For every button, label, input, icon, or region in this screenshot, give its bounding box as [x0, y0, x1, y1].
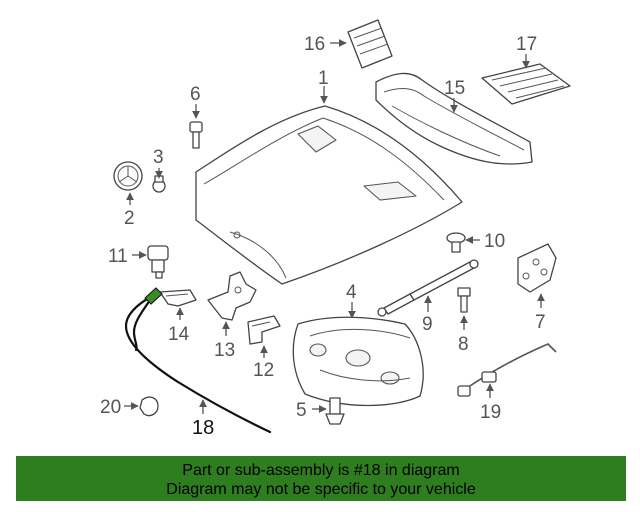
callout-6: 6 — [190, 84, 201, 105]
callout-4: 4 — [346, 282, 357, 303]
intake-panel-part-15[interactable] — [375, 72, 533, 165]
parts-diagram: 1 2 3 4 5 6 7 — [100, 19, 571, 439]
callout-19: 19 — [480, 402, 501, 423]
callout-5: 5 — [296, 400, 307, 421]
callout-13: 13 — [214, 340, 235, 361]
callout-10: 10 — [484, 231, 505, 252]
callout-8: 8 — [458, 334, 469, 355]
callout-7: 7 — [535, 312, 546, 333]
callout-9: 9 — [422, 314, 433, 335]
callout-3: 3 — [153, 147, 164, 168]
callout-16: 16 — [304, 34, 325, 55]
callout-14: 14 — [168, 324, 190, 345]
callout-20: 20 — [100, 397, 121, 418]
cable-bracket-part-14[interactable] — [159, 289, 197, 307]
callout-17: 17 — [516, 34, 537, 55]
strut-part-9[interactable] — [377, 259, 479, 317]
bolt-part-8[interactable] — [457, 287, 471, 313]
vent-grille-part-17[interactable] — [481, 63, 571, 105]
bolt-part-6[interactable] — [189, 121, 203, 149]
release-handle-part-19[interactable] — [457, 343, 557, 397]
insulator-part-4[interactable] — [292, 316, 424, 407]
clip-part-3[interactable] — [152, 175, 166, 193]
bracket-part-12[interactable] — [247, 315, 281, 345]
hood-part-1[interactable] — [195, 105, 463, 285]
emblem-part-2[interactable] — [113, 161, 143, 191]
fitment-notice-banner: Part or sub-assembly is #18 in diagram D… — [16, 456, 626, 501]
ball-stud-part-10[interactable] — [446, 232, 466, 253]
catch-part-13[interactable] — [207, 271, 257, 321]
callout-12: 12 — [253, 360, 274, 381]
callout-2: 2 — [124, 208, 135, 229]
banner-line-2: Diagram may not be specific to your vehi… — [166, 481, 476, 498]
callout-11: 11 — [108, 246, 128, 267]
clip-part-5[interactable] — [325, 397, 345, 425]
grille-part-16[interactable] — [347, 19, 393, 69]
banner-line-1: Part or sub-assembly is #18 in diagram — [182, 462, 460, 479]
callout-18: 18 — [192, 417, 214, 439]
latch-part-11[interactable] — [147, 245, 169, 279]
clip-part-20[interactable] — [139, 396, 159, 417]
callout-1: 1 — [318, 68, 329, 89]
callout-15: 15 — [444, 78, 465, 99]
hinge-part-7[interactable] — [517, 243, 557, 293]
release-cable-part-18[interactable] — [124, 287, 272, 434]
